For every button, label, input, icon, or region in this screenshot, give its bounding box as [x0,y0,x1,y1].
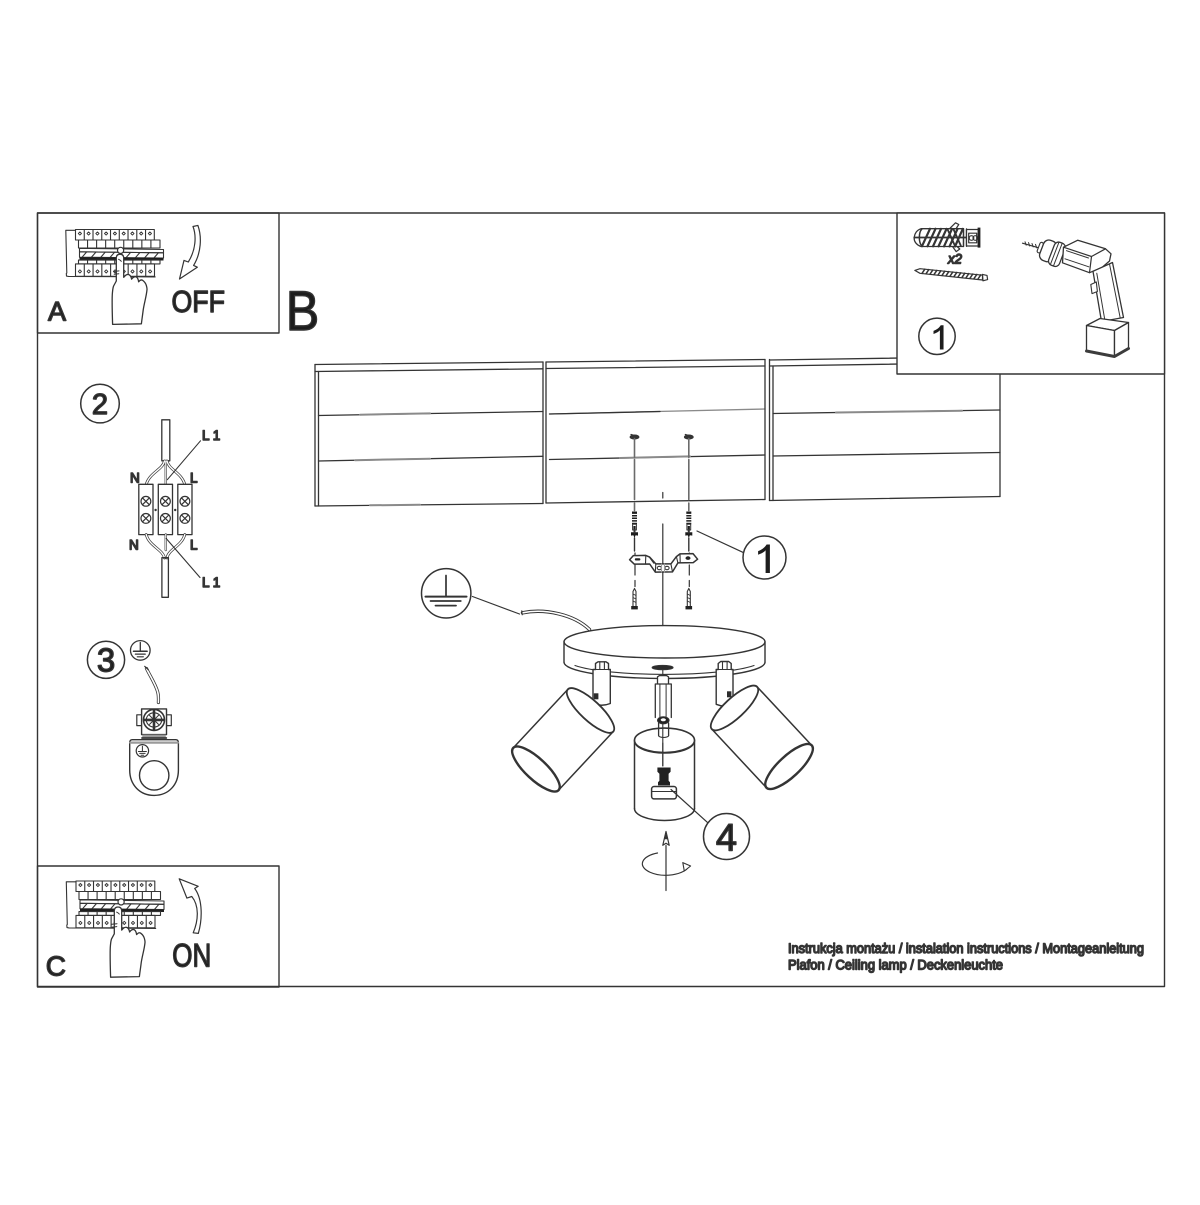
svg-text:N: N [130,471,140,486]
svg-text:ON: ON [172,938,211,974]
svg-text:N: N [129,538,139,553]
svg-text:4: 4 [716,818,737,860]
svg-text:L: L [190,538,198,553]
svg-text:3: 3 [97,642,115,679]
svg-text:2: 2 [92,389,108,421]
svg-text:Instrukcja montażu / instalati: Instrukcja montażu / instalation instruc… [788,941,1144,956]
svg-text:L: L [190,471,198,486]
svg-text:A: A [48,297,66,327]
svg-text:L 1: L 1 [202,428,220,443]
svg-text:x2: x2 [947,251,962,267]
svg-text:B: B [286,279,320,342]
svg-text:C: C [46,951,66,982]
svg-text:L 1: L 1 [202,575,220,590]
svg-text:Plafon / Ceiling lamp / Decken: Plafon / Ceiling lamp / Deckenleuchte [788,958,1003,973]
svg-text:OFF: OFF [172,284,226,319]
